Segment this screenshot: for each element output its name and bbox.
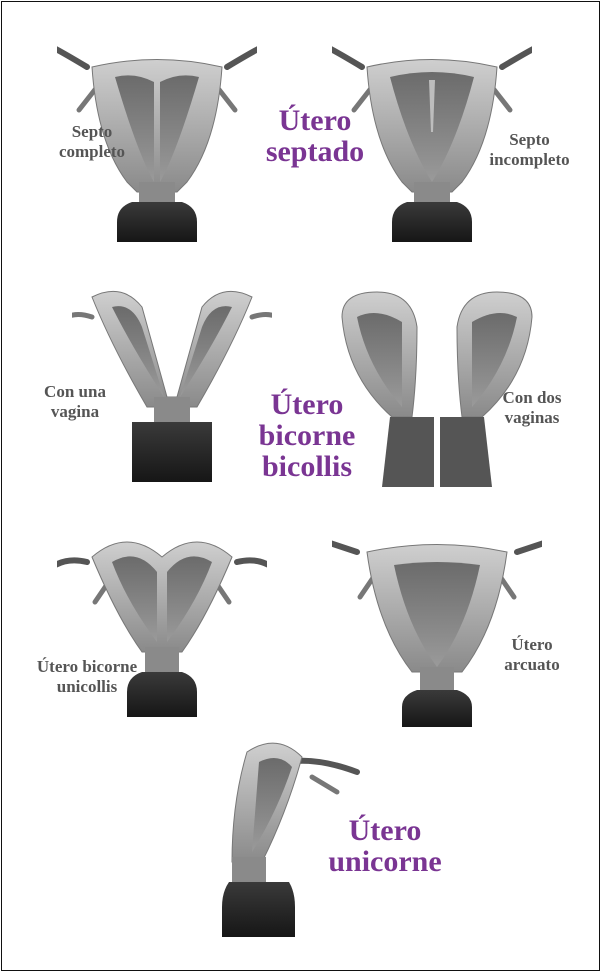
title-utero-bicorne-bicollis: Útero bicorne bicollis xyxy=(232,389,382,482)
label-utero-bicorne-unicollis: Útero bicorne unicollis xyxy=(12,657,162,697)
label-utero-arcuato: Útero arcuato xyxy=(482,635,582,675)
title-utero-unicorne: Útero unicorne xyxy=(310,815,460,877)
arcuato-uterus-illustration xyxy=(332,527,542,732)
title-utero-septado: Útero septado xyxy=(255,105,375,167)
bicorne-unicollis-uterus-illustration xyxy=(57,527,267,727)
label-con-una-vagina: Con una vagina xyxy=(20,382,130,422)
label-septo-incompleto: Septo incompleto xyxy=(467,130,592,170)
label-septo-completo: Septo completo xyxy=(37,122,147,162)
label-con-dos-vaginas: Con dos vaginas xyxy=(477,388,587,428)
